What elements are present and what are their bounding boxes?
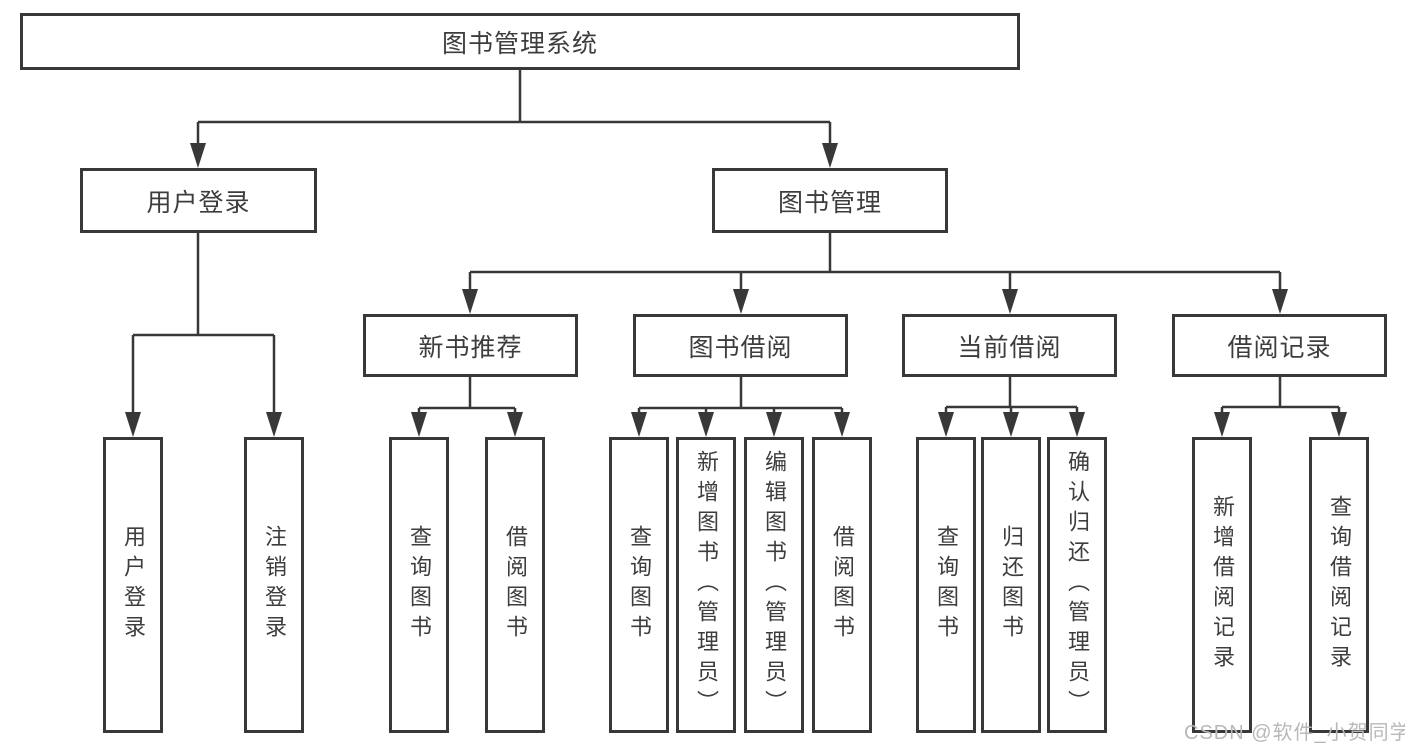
- leaf-label: 查询图书: [934, 525, 959, 645]
- node-book-management: 图书管理: [712, 168, 948, 233]
- leaf-label: 用户登录: [121, 525, 146, 645]
- node-user-login: 用户登录: [80, 168, 317, 233]
- node-borrow-records: 借阅记录: [1172, 314, 1387, 377]
- arrowhead-icon: [1069, 412, 1085, 437]
- csdn-watermark: CSDN @软件_小贺同学: [1184, 722, 1405, 744]
- leaf-return-books: 归还图书: [981, 437, 1041, 733]
- connector-currentborrow-to-leaves: [944, 377, 1079, 415]
- connector-root-to-level2: [196, 70, 832, 146]
- leaf-borrow-books-2: 借阅图书: [812, 437, 872, 733]
- connector-bookmgmt-to-level3: [468, 233, 1282, 292]
- arrowhead-icon: [190, 143, 206, 168]
- node-label: 当前借阅: [957, 333, 1062, 362]
- node-root-system: 图书管理系统: [20, 13, 1020, 70]
- node-new-book-recommend: 新书推荐: [363, 314, 578, 377]
- connector-userlogin-to-leaves: [131, 233, 276, 415]
- arrowhead-icon: [125, 412, 141, 437]
- node-label: 图书管理: [777, 188, 882, 217]
- leaf-query-books-1: 查询图书: [389, 437, 449, 733]
- arrowhead-icon: [834, 412, 850, 437]
- arrowhead-icon: [1002, 289, 1018, 314]
- arrowhead-icon: [507, 412, 523, 437]
- node-label: 图书借阅: [688, 333, 793, 362]
- connector-borrowrecords-to-leaves: [1220, 377, 1341, 415]
- leaf-borrow-books-1: 借阅图书: [485, 437, 545, 733]
- arrowhead-icon: [1003, 412, 1019, 437]
- node-label: 用户登录: [146, 188, 251, 217]
- leaf-confirm-return-admin: 确认归还（管理员）: [1047, 437, 1107, 733]
- leaf-label: 借阅图书: [503, 525, 528, 645]
- leaf-query-books-2: 查询图书: [609, 437, 669, 733]
- node-label: 图书管理系统: [441, 29, 598, 58]
- leaf-label: 查询借阅记录: [1327, 495, 1352, 675]
- arrowhead-icon: [1331, 412, 1347, 437]
- leaf-logout: 注销登录: [244, 437, 304, 733]
- arrowhead-icon: [1272, 289, 1288, 314]
- leaf-query-books-3: 查询图书: [916, 437, 976, 733]
- leaf-label: 确认归还（管理员）: [1065, 450, 1090, 720]
- connector-bookborrow-to-leaves: [637, 377, 844, 415]
- arrowhead-icon: [1214, 412, 1230, 437]
- arrowhead-icon: [411, 412, 427, 437]
- arrowhead-icon: [766, 412, 782, 437]
- node-current-borrow: 当前借阅: [902, 314, 1117, 377]
- leaf-user-login: 用户登录: [103, 437, 163, 733]
- arrowhead-icon: [733, 289, 749, 314]
- leaf-add-borrow-record: 新增借阅记录: [1192, 437, 1252, 733]
- leaf-label: 编辑图书（管理员）: [762, 450, 787, 720]
- node-label: 新书推荐: [418, 333, 523, 362]
- connector-newbooks-to-leaves: [417, 377, 517, 415]
- leaf-label: 归还图书: [999, 525, 1024, 645]
- leaf-label: 查询图书: [627, 525, 652, 645]
- leaf-label: 借阅图书: [830, 525, 855, 645]
- arrowhead-icon: [698, 412, 714, 437]
- leaf-label: 查询图书: [407, 525, 432, 645]
- leaf-query-borrow-record: 查询借阅记录: [1309, 437, 1369, 733]
- node-label: 借阅记录: [1227, 333, 1332, 362]
- arrowhead-icon: [462, 289, 478, 314]
- leaf-edit-books-admin: 编辑图书（管理员）: [744, 437, 804, 733]
- leaf-label: 注销登录: [262, 525, 287, 645]
- arrowhead-icon: [631, 412, 647, 437]
- arrowhead-icon: [822, 143, 838, 168]
- node-book-borrow: 图书借阅: [633, 314, 848, 377]
- leaf-label: 新增图书（管理员）: [694, 450, 719, 720]
- leaf-add-books-admin: 新增图书（管理员）: [676, 437, 736, 733]
- arrowhead-icon: [266, 412, 282, 437]
- leaf-label: 新增借阅记录: [1210, 495, 1235, 675]
- arrowhead-icon: [938, 412, 954, 437]
